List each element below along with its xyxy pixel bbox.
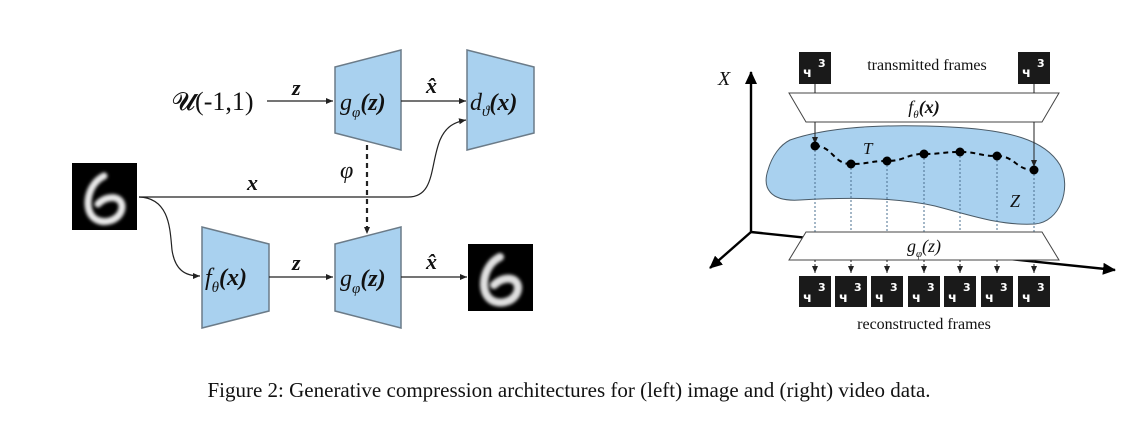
svg-text:ч: ч <box>948 291 957 306</box>
svg-text:ч: ч <box>803 66 812 81</box>
output-digit-image <box>468 244 533 311</box>
latent-label: Z <box>1010 191 1021 211</box>
reconstructed-frames-label: reconstructed frames <box>857 316 991 333</box>
video-encoder-block <box>788 92 1060 123</box>
reconstructed-frame: ч3 <box>908 276 940 307</box>
trajectory-label: T <box>863 139 874 158</box>
video-decoder-label: gφ(z) <box>907 236 941 260</box>
svg-text:ч: ч <box>1022 66 1031 81</box>
axis-x-label: X <box>717 68 731 90</box>
bottom-xhat-label: x̂ <box>425 249 437 274</box>
top-generator-label: gφ(z) <box>340 90 386 121</box>
svg-text:ч: ч <box>875 291 884 306</box>
x-path-to-discriminator <box>139 118 467 198</box>
bottom-z-label: z <box>291 250 301 275</box>
reconstructed-frame: ч3 <box>944 276 976 307</box>
latent-space-region <box>765 125 1066 225</box>
svg-text:3: 3 <box>890 281 898 294</box>
svg-text:ч: ч <box>912 291 921 306</box>
video-decoder-block <box>788 231 1060 261</box>
reconstructed-frame: ч3 <box>799 276 831 307</box>
transmitted-frames-label: transmitted frames <box>867 57 987 74</box>
prior-label: 𝓤(-1,1) <box>172 87 254 116</box>
top-generator-block: gφ(z) <box>334 49 402 151</box>
svg-text:3: 3 <box>818 57 826 70</box>
bottom-generator-label: gφ(z) <box>340 266 386 297</box>
discriminator-block: dϑ(x) <box>466 49 535 151</box>
svg-text:ч: ч <box>803 291 812 306</box>
transmitted-frame-last: ч 3 <box>1018 52 1050 84</box>
trajectory-point <box>992 151 1002 161</box>
svg-text:ч: ч <box>1022 291 1031 306</box>
svg-text:3: 3 <box>1037 57 1045 70</box>
phi-label: φ <box>340 158 353 184</box>
video-encoder-label: fθ(x) <box>908 97 939 121</box>
svg-text:3: 3 <box>1000 281 1008 294</box>
encoder-block: fθ(x) <box>201 226 270 329</box>
reconstructed-frame: ч3 <box>1018 276 1050 307</box>
trajectory-point <box>882 156 892 166</box>
svg-text:ч: ч <box>839 291 848 306</box>
discriminator-label: dϑ(x) <box>470 90 517 120</box>
svg-text:3: 3 <box>963 281 971 294</box>
trajectory-point <box>919 149 929 159</box>
reconstructed-frame: ч3 <box>871 276 903 307</box>
bottom-generator-block: gφ(z) <box>334 226 402 329</box>
top-xhat-label: x̂ <box>425 73 437 98</box>
reconstructed-frame: ч3 <box>835 276 867 307</box>
svg-text:3: 3 <box>818 281 826 294</box>
trajectory-point <box>1029 165 1039 175</box>
trajectory-point <box>810 141 820 151</box>
figure-caption: Figure 2: Generative compression archite… <box>207 378 931 402</box>
input-digit-image <box>72 163 137 230</box>
svg-text:3: 3 <box>927 281 935 294</box>
trajectory-point <box>846 159 856 169</box>
svg-text:3: 3 <box>1037 281 1045 294</box>
top-z-label: z <box>291 75 301 100</box>
trajectory-point <box>955 147 965 157</box>
svg-text:3: 3 <box>854 281 862 294</box>
left-image-architecture: 𝓤(-1,1) z gφ(z) x̂ dϑ(x) φ <box>72 49 535 329</box>
axis-depth <box>709 231 752 269</box>
reconstructed-frame: ч3 <box>981 276 1013 307</box>
svg-text:ч: ч <box>985 291 994 306</box>
right-video-architecture: X ч 3 ч 3 transmitted frames fθ(x) T Z <box>709 52 1116 333</box>
encoder-label: fθ(x) <box>205 265 247 296</box>
latent-trajectory <box>810 141 1039 232</box>
x-path-to-encoder <box>138 196 201 279</box>
transmitted-frame-first: ч 3 <box>799 52 831 84</box>
x-label: x <box>246 170 258 195</box>
